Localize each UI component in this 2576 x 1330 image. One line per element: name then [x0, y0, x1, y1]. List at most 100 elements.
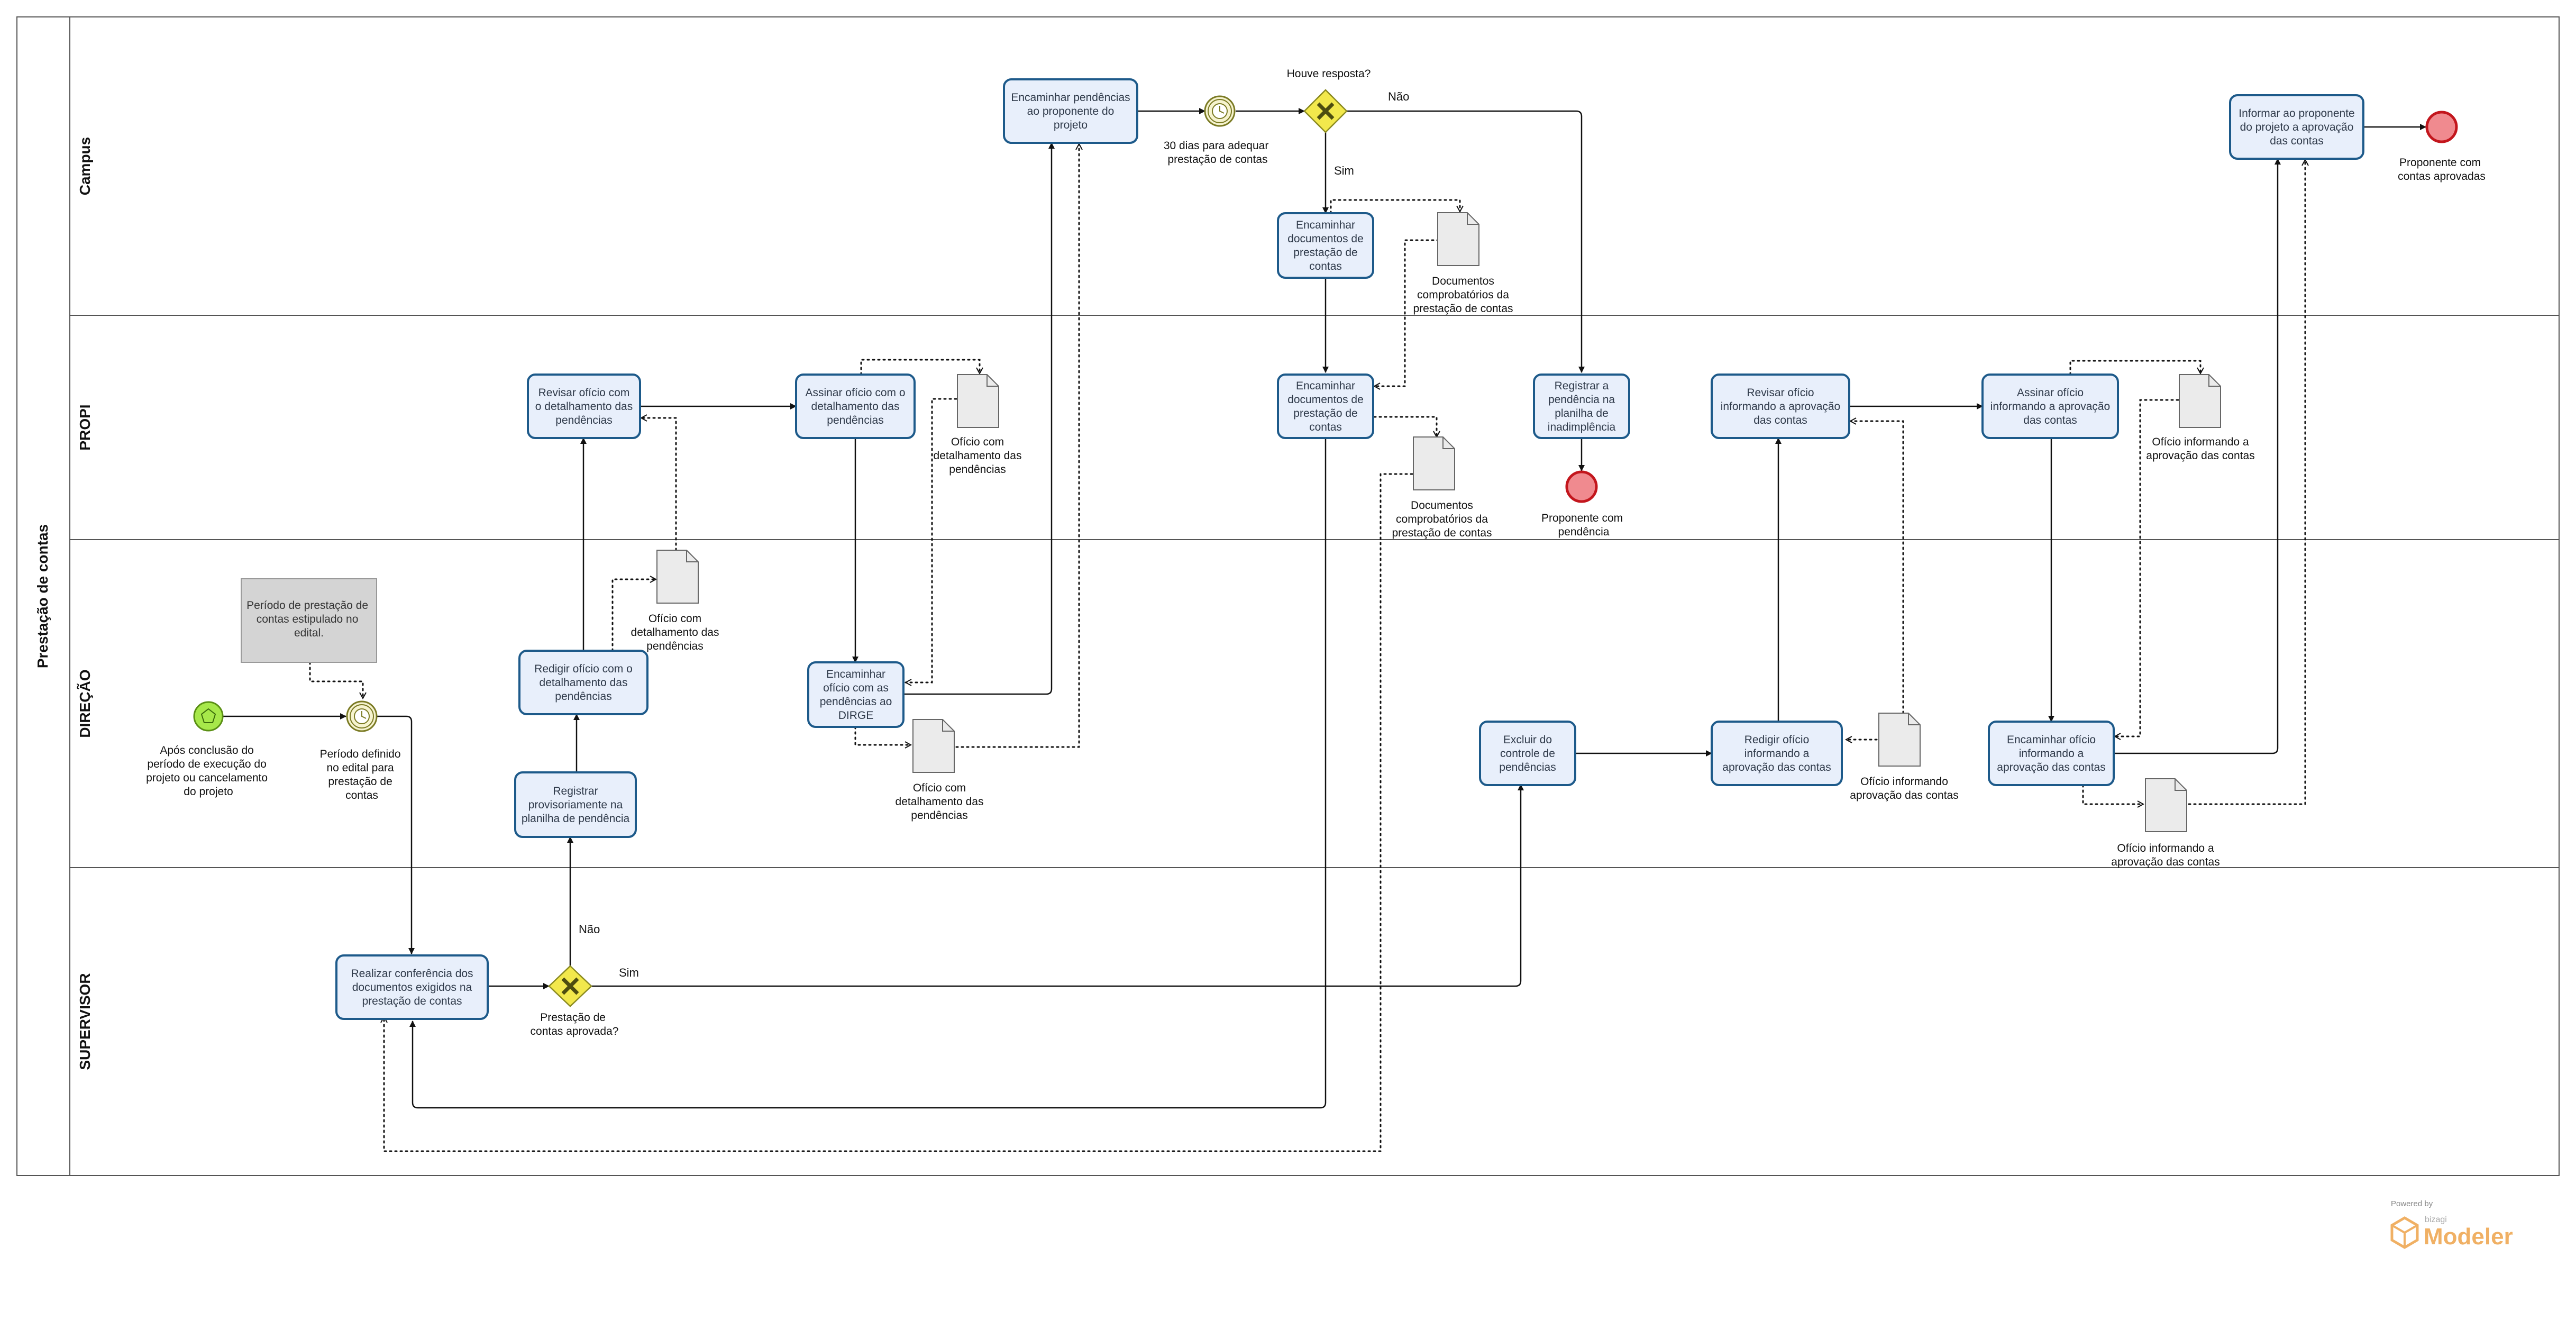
- lane-label-propi: PROPI: [77, 404, 93, 450]
- associations: [309, 144, 2305, 1152]
- gateway-houve-resposta-label: Houve resposta?: [1287, 68, 1371, 80]
- task-label-line: projeto: [1054, 119, 1088, 131]
- lane-label-campus: Campus: [77, 137, 93, 195]
- bizagi-watermark: Powered by bizagi Modeler: [2390, 1199, 2513, 1250]
- end-event-aprovadas[interactable]: [2425, 111, 2458, 143]
- task-label-line: Informar ao proponente: [2239, 107, 2354, 120]
- task-label-line: Revisar ofício: [1747, 387, 1814, 399]
- svg-text:Período definido no edit: Período definido no edital para prestaçã…: [320, 748, 404, 801]
- document-label-line: prestação de contas: [1413, 303, 1513, 315]
- watermark-brand: bizagi: [2425, 1215, 2447, 1224]
- sequence-flows: [218, 108, 2426, 1109]
- pool-title: Prestação de contas: [34, 524, 51, 668]
- task-label-line: Registrar: [553, 785, 598, 797]
- timer-30dias-event[interactable]: [1204, 95, 1236, 127]
- document-label-line: Ofício com: [951, 436, 1004, 448]
- flow-labels: Não Sim Não Sim: [579, 90, 1409, 979]
- task-label-line: pendência na: [1548, 394, 1615, 406]
- timer-edital-label: prestação de: [328, 776, 392, 788]
- task-label-line: controle de: [1500, 748, 1555, 760]
- task-label-line: ofício com as: [823, 682, 889, 694]
- gateway-prestacao-aprovada[interactable]: [548, 965, 592, 1007]
- task-label-line: DIRGE: [838, 709, 874, 722]
- document-label-line: pendências: [949, 463, 1006, 476]
- task-label-line: documentos exigidos na: [352, 981, 472, 994]
- task-label-line: Encaminhar: [1296, 380, 1355, 392]
- task-label-line: das contas: [2023, 414, 2077, 426]
- events: Após conclusão do período de execução do…: [146, 95, 2486, 801]
- start-event-label: Após conclusão do: [160, 744, 253, 757]
- task-label-line: detalhamento das: [811, 400, 900, 413]
- task-label-line: Encaminhar ofício: [2007, 734, 2096, 746]
- end-aprovadas-label: contas aprovadas: [2398, 170, 2486, 183]
- timer-edital-label: contas: [345, 789, 378, 801]
- task-label-line: Redigir ofício: [1744, 734, 1810, 746]
- end-aprovadas-label: Proponente com: [2399, 157, 2481, 169]
- timer-30dias-label: 30 dias para adequar: [1164, 140, 1269, 152]
- flow-label-nao-bottom: Não: [579, 923, 600, 936]
- task-label-line: ao proponente do: [1027, 105, 1115, 117]
- lane-labels: Campus PROPI DIREÇÃO SUPERVISOR: [77, 137, 93, 1070]
- task-label-line: aprovação das contas: [1722, 761, 1831, 773]
- start-event[interactable]: [193, 701, 224, 732]
- document-label-line: pendências: [646, 640, 703, 652]
- flow-label-sim-top: Sim: [1334, 164, 1354, 177]
- task-label-line: Assinar ofício: [2017, 387, 2084, 399]
- gateway-houve-resposta[interactable]: [1303, 89, 1348, 133]
- task-label-line: Encaminhar pendências: [1011, 92, 1130, 104]
- flow-encdocs-propi-to-conferencia: [409, 438, 1327, 1109]
- document-label-line: detalhamento das: [631, 626, 719, 639]
- task-label-line: pendências ao: [820, 696, 892, 708]
- end-event-pendencia[interactable]: [1565, 470, 1598, 503]
- annotation-line: Período de prestação de: [246, 599, 368, 612]
- flow-timer-to-conferencia: [377, 715, 415, 954]
- timer-edital-label: Período definido: [320, 748, 401, 760]
- task-label-line: Assinar ofício com o: [805, 387, 905, 399]
- timer-edital-event[interactable]: [346, 700, 378, 732]
- annotation: Período de prestação de contas estipulad…: [241, 578, 377, 663]
- gateways: Houve resposta? Prestação de contas apro…: [531, 68, 1371, 1037]
- watermark-powered: Powered by: [2391, 1199, 2433, 1208]
- document-label-line: Ofício informando: [1860, 776, 1948, 788]
- task-label-line: do projeto a aprovação: [2240, 121, 2354, 133]
- document-label-line: aprovação das contas: [2146, 450, 2254, 462]
